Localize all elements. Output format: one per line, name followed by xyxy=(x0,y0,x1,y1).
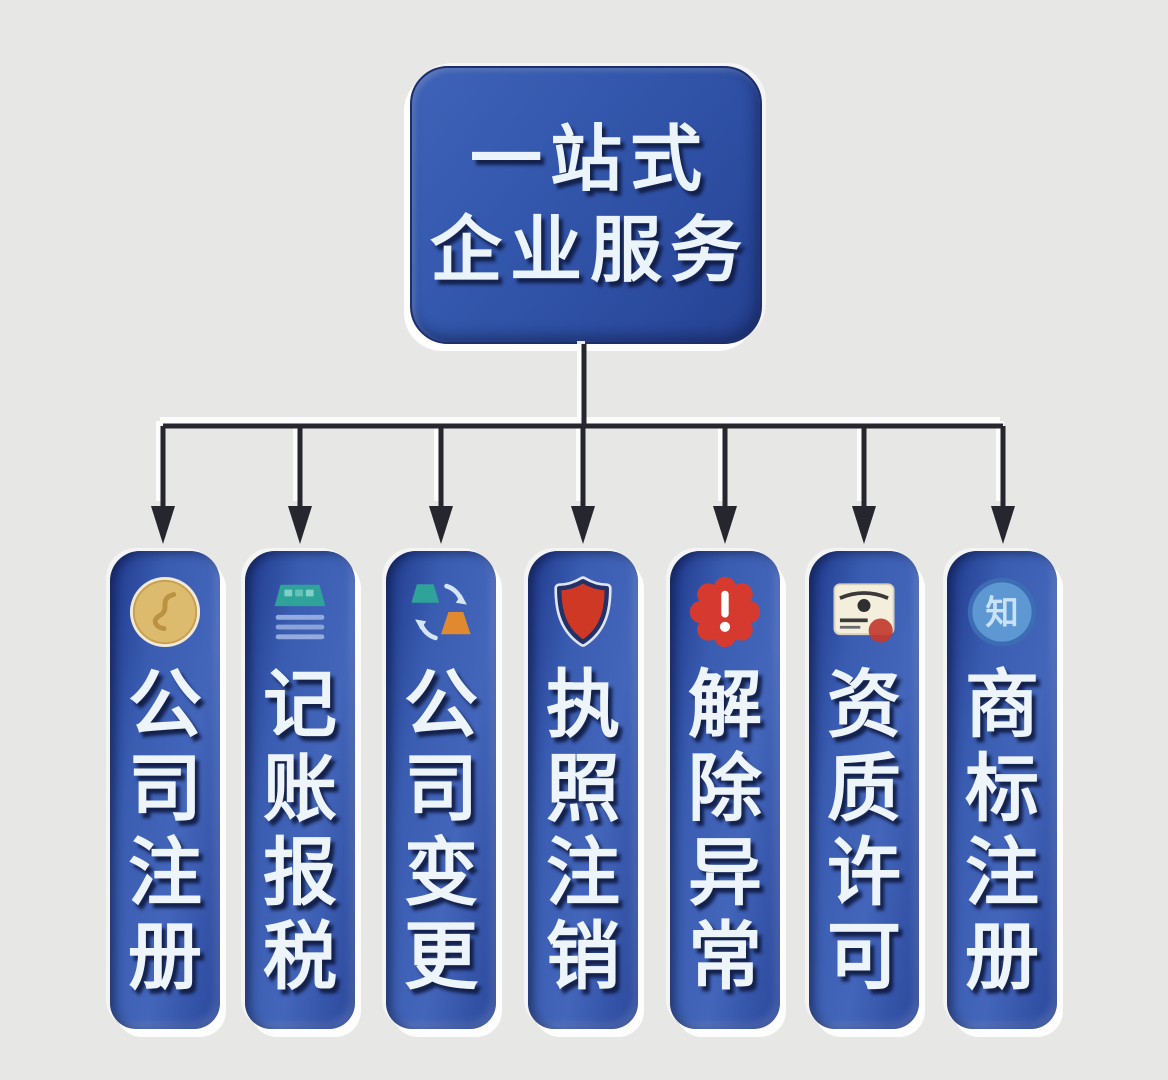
branch-char: 异 xyxy=(688,830,762,916)
header-title-line2: 企业服务 xyxy=(429,208,750,292)
branch-char: 注 xyxy=(128,830,202,916)
shield-icon xyxy=(546,575,620,649)
coin-icon xyxy=(128,575,202,649)
connector-tree-lines xyxy=(151,341,1015,544)
branch-bookkeeping-tax: 记 账 报 税 xyxy=(245,551,355,1029)
branch-char: 照 xyxy=(546,746,620,832)
branch-char: 册 xyxy=(128,914,202,1000)
header-box: 一站式 企业服务 xyxy=(410,66,762,344)
branch-char: 解 xyxy=(688,662,762,748)
branch-char: 商 xyxy=(965,662,1039,748)
branch-char: 变 xyxy=(404,830,478,916)
certificate-icon xyxy=(827,575,901,649)
branch-company-registration: 公 司 注 册 xyxy=(110,551,220,1029)
branch-char: 销 xyxy=(546,914,620,1000)
branch-char: 公 xyxy=(128,662,202,748)
branch-char: 注 xyxy=(965,830,1039,916)
branch-char: 账 xyxy=(263,746,337,832)
branch-license-cancellation: 执 照 注 销 xyxy=(528,551,638,1029)
branch-char: 报 xyxy=(263,830,337,916)
branch-char: 册 xyxy=(965,914,1039,1000)
cycle-arrows-icon xyxy=(404,575,478,649)
alert-burst-icon xyxy=(688,575,762,649)
branch-char: 可 xyxy=(827,914,901,1000)
branch-qualification-license: 资 质 许 可 xyxy=(809,551,919,1029)
header-title-line1: 一站式 xyxy=(469,117,710,202)
ledger-icon xyxy=(263,575,337,649)
branch-char: 资 xyxy=(827,662,901,748)
branch-char: 常 xyxy=(688,914,762,1000)
branch-char: 注 xyxy=(546,830,620,916)
branch-char: 公 xyxy=(404,662,478,748)
branch-char: 税 xyxy=(263,914,337,1000)
branch-char: 许 xyxy=(827,830,901,916)
branch-char: 质 xyxy=(827,746,901,832)
branch-char: 标 xyxy=(965,746,1039,832)
branch-char: 记 xyxy=(263,662,337,748)
knowledge-circle-icon: 知 xyxy=(965,575,1039,649)
branch-abnormality-removal: 解 除 异 常 xyxy=(670,551,780,1029)
branch-trademark-registration: 知 商 标 注 册 xyxy=(947,551,1057,1029)
branch-char: 司 xyxy=(128,746,202,832)
branch-company-change: 公 司 变 更 xyxy=(386,551,496,1029)
knowledge-glyph: 知 xyxy=(985,593,1018,632)
branch-char: 除 xyxy=(688,746,762,832)
branch-char: 执 xyxy=(546,662,620,748)
branch-char: 更 xyxy=(404,914,478,1000)
branch-char: 司 xyxy=(404,746,478,832)
